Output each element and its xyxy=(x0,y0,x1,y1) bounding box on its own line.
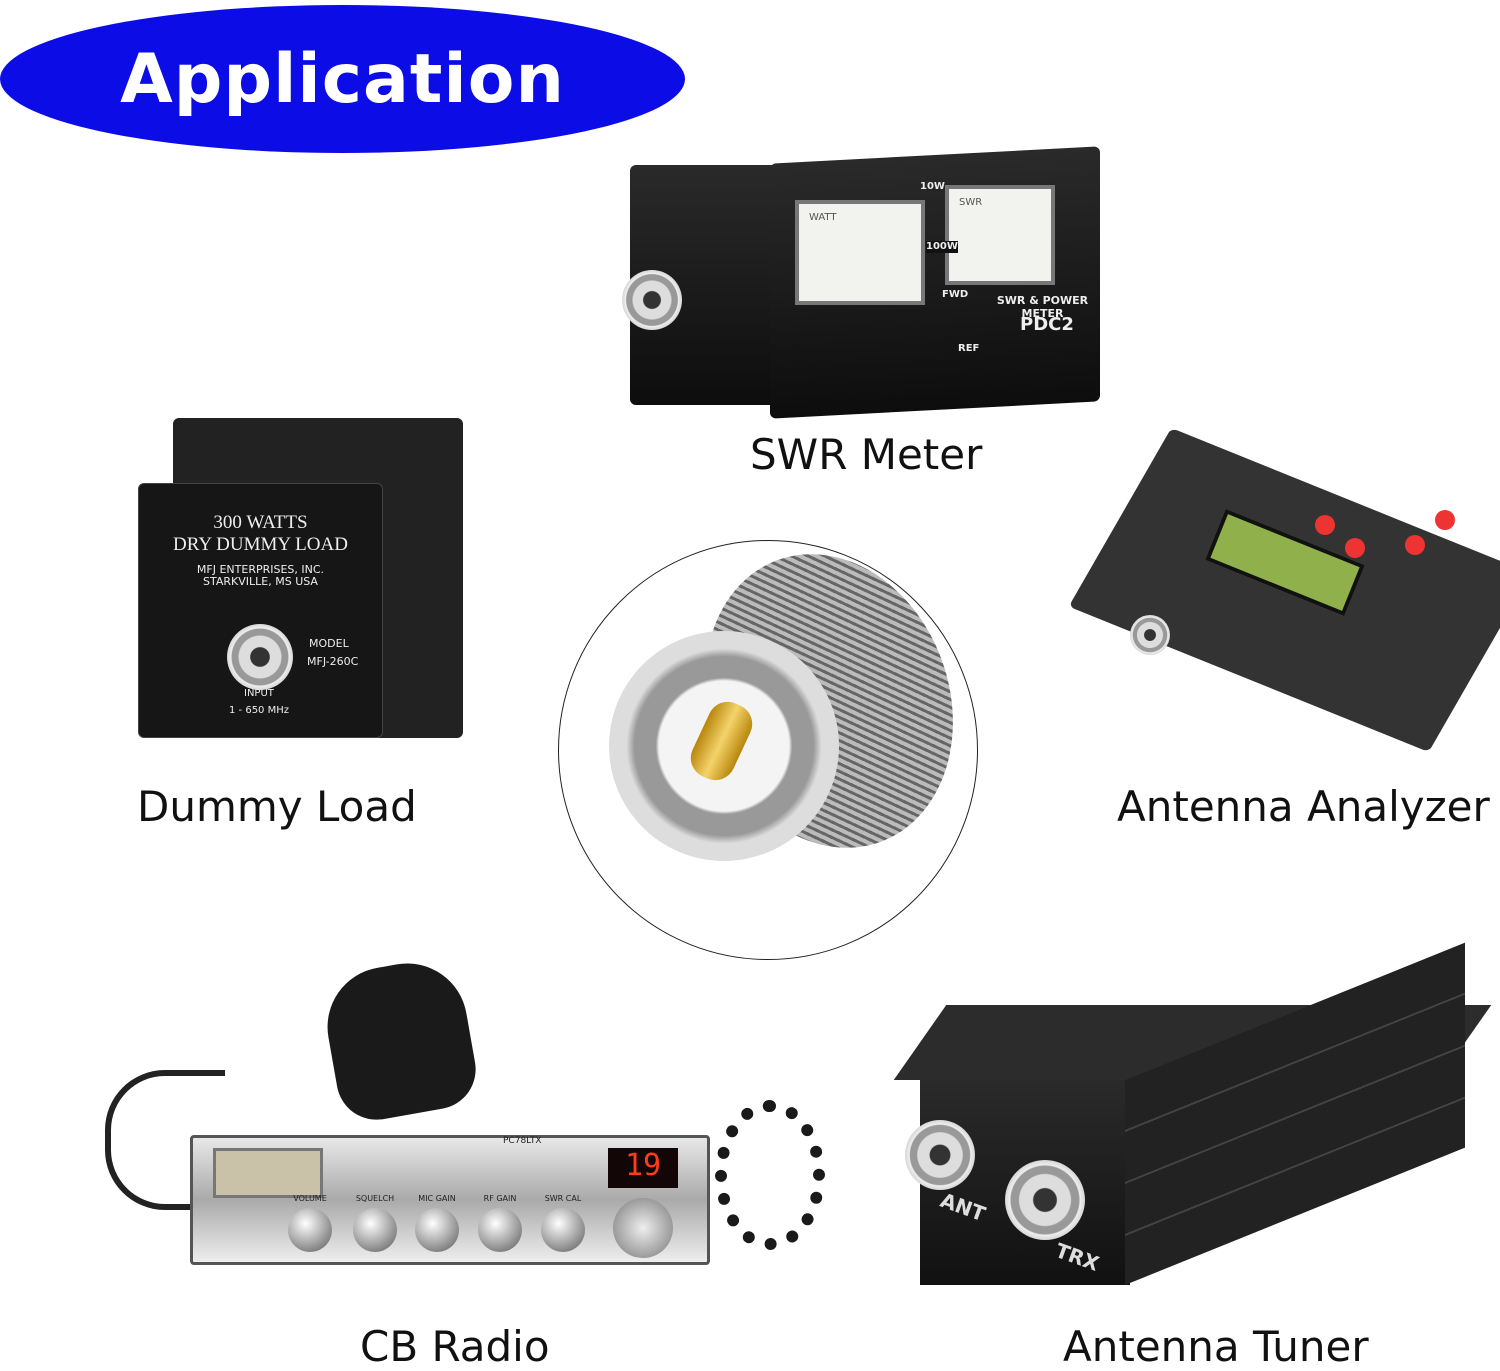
antenna-analyzer-image xyxy=(1068,427,1500,753)
watt-scale-label: WATT xyxy=(809,212,837,223)
application-banner: Application xyxy=(0,5,685,153)
squelch-knob xyxy=(353,1208,397,1252)
volume-label: VOLUME xyxy=(293,1194,327,1203)
ref-label: REF xyxy=(958,343,980,354)
antenna-tuner-label: Antenna Tuner xyxy=(1063,1322,1369,1371)
cb-radio-label: CB Radio xyxy=(360,1322,550,1371)
meter-model: PDC2 xyxy=(1020,314,1074,335)
mic-gain-knob xyxy=(415,1208,459,1252)
cb-radio-image: PC78LTX 19 VOLUME SQUELCH MIC GAIN RF GA… xyxy=(105,953,830,1300)
connector-closeup-image xyxy=(558,540,978,960)
dummy-load-image: 300 WATTS DRY DUMMY LOAD MFJ ENTERPRISES… xyxy=(133,418,463,750)
squelch-label: SQUELCH xyxy=(355,1194,395,1203)
input-label: INPUT xyxy=(244,688,274,699)
load-name: DRY DUMMY LOAD xyxy=(173,533,348,555)
10w-label: 10W xyxy=(920,181,945,192)
channel-display: 19 xyxy=(608,1148,678,1188)
100w-label: 100W xyxy=(926,241,958,253)
dummy-load-label: Dummy Load xyxy=(137,782,417,831)
mic-gain-label: MIC GAIN xyxy=(418,1194,456,1203)
load-rating: 300 WATTS xyxy=(213,512,308,533)
volume-knob xyxy=(288,1208,332,1252)
swr-cal-knob xyxy=(541,1208,585,1252)
load-maker: MFJ ENTERPRISES, INC. xyxy=(196,562,325,576)
swr-meter-image: WATT SWR 10W 100W FWD REF SWR & POWER ME… xyxy=(620,145,1105,419)
load-location: STARKVILLE, MS USA xyxy=(203,575,318,589)
model-number: MFJ-260C xyxy=(307,655,359,668)
rf-gain-knob xyxy=(478,1208,522,1252)
antenna-tuner-image: ANT TRX xyxy=(893,942,1492,1295)
swr-cal-label: SWR CAL xyxy=(544,1194,582,1203)
radio-model: PC78LTX xyxy=(503,1136,542,1146)
frequency-range: 1 - 650 MHz xyxy=(229,705,289,716)
swr-meter-label: SWR Meter xyxy=(750,430,983,479)
meter-title: SWR & POWER METER xyxy=(996,294,1089,320)
rf-gain-label: RF GAIN xyxy=(483,1194,517,1203)
model-label: MODEL xyxy=(309,637,349,650)
antenna-analyzer-label: Antenna Analyzer xyxy=(1117,782,1490,831)
banner-title: Application xyxy=(120,39,565,119)
swr-scale-label: SWR xyxy=(959,197,983,208)
fwd-label: FWD xyxy=(942,289,969,300)
